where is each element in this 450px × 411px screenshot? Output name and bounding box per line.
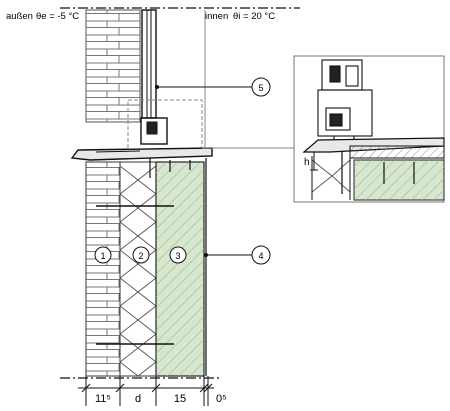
svg-text:1: 1 [100,251,105,261]
svg-text:3: 3 [175,251,180,261]
outside-temperature: θe = -5 °C [36,11,79,22]
callout-4: 4 [204,245,271,265]
layer-insulation [119,161,157,377]
window-sill [70,147,213,161]
svg-text:2: 2 [138,251,143,261]
wall-ties [96,205,174,345]
upper-brick-facade [85,9,141,123]
callout-5: 5 [155,77,271,97]
layer-brick-masonry [85,161,121,377]
layer-concrete [155,161,205,377]
svg-text:4: 4 [258,251,263,261]
header: außen θe = -5 °C innen θi = 20 °C [6,11,275,22]
dimension-brick: 11⁵ [95,393,111,405]
callout-3: 3 [169,246,187,264]
axis-lines [60,7,300,379]
inside-label: innen [205,11,228,22]
dimension-guides [78,376,214,406]
detail-h-label: h [304,157,310,168]
dimension-labels: 11⁵ d 15 0⁵ [95,393,227,405]
sill-anchors [149,158,191,178]
svg-text:5: 5 [258,83,263,93]
window-frame [127,9,203,153]
dimension-insulation: d [135,393,141,405]
dimension-plaster: 0⁵ [216,393,227,405]
callout-1: 1 [94,246,112,264]
callout-2: 2 [132,246,150,264]
detail-inset: h [293,55,445,203]
inside-temperature: θi = 20 °C [233,11,275,22]
dimension-concrete: 15 [174,393,186,405]
outside-label: außen [6,11,33,22]
